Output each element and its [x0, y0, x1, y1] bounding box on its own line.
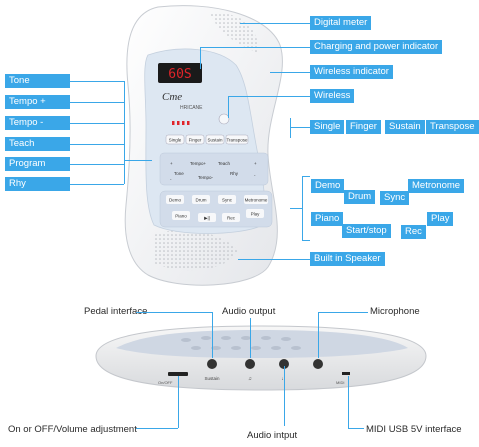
svg-text:-: - [170, 177, 172, 182]
mode-buttons: Single Finger Sustain Transpose [165, 134, 249, 145]
svg-text:Tempo-: Tempo- [198, 175, 214, 180]
callout-mode-sustain: Sustain [385, 120, 425, 134]
svg-text:Rec: Rec [227, 216, 236, 221]
callout-demo: Demo [311, 179, 345, 193]
callout-program: Program [5, 157, 70, 171]
label-on-off: On or OFF/Volume adjustment [8, 424, 137, 435]
callout-sync: Sync [380, 191, 410, 205]
callout-mode-finger: Finger [346, 120, 381, 134]
callout-mode-transpose: Transpose [426, 120, 479, 134]
callout-wireless: Wireless [310, 89, 355, 103]
svg-text:Sustain: Sustain [204, 376, 220, 381]
callout-start-stop: Start/stop [342, 224, 391, 238]
callout-digital-meter: Digital meter [310, 16, 372, 30]
bottom-speaker-grille [154, 230, 238, 271]
svg-text:Piano: Piano [175, 214, 187, 219]
svg-text:MIDI: MIDI [336, 380, 344, 385]
callout-charging: Charging and power indicator [310, 40, 443, 54]
callout-rec: Rec [401, 225, 426, 239]
svg-text:Tempo+: Tempo+ [190, 161, 207, 166]
callout-tone: Tone [5, 74, 70, 88]
svg-text:On/OFF: On/OFF [158, 380, 173, 385]
label-pedal: Pedal interface [84, 306, 148, 317]
microphone-port-icon [313, 359, 323, 369]
svg-text:Play: Play [251, 212, 261, 217]
label-microphone: Microphone [370, 306, 420, 317]
callout-drum: Drum [344, 190, 376, 204]
keypad [159, 152, 269, 186]
svg-text:Transpose: Transpose [226, 138, 248, 143]
svg-text:Tone: Tone [174, 171, 184, 176]
callout-piano: Piano [311, 212, 344, 226]
svg-text:Finger: Finger [189, 138, 202, 143]
power-switch-icon [168, 372, 188, 376]
callout-tempo-minus: Tempo - [5, 116, 70, 130]
svg-text:Single: Single [169, 138, 182, 143]
svg-text:Metronome: Metronome [245, 198, 268, 203]
audio-output-port-icon [245, 359, 255, 369]
label-midi: MIDI USB 5V interface [366, 424, 462, 435]
top-speaker-grille [210, 12, 259, 54]
svg-text:Drum: Drum [196, 198, 207, 203]
callout-metronome: Metronome [408, 179, 465, 193]
leader-line [124, 81, 125, 184]
usb-port-icon [342, 372, 350, 375]
callout-tempo-plus: Tempo + [5, 95, 70, 109]
label-audio-input: Audio intput [247, 430, 298, 441]
svg-text:▶||: ▶|| [204, 216, 210, 221]
callout-play: Play [427, 212, 454, 226]
callout-mode-single: Single [310, 120, 345, 134]
device-side-view: Sustain ♫ ♩ On/OFF MIDI [95, 325, 427, 391]
svg-text:♫: ♫ [248, 376, 252, 382]
pedal-port-icon [207, 359, 217, 369]
display-readout: 60S [168, 67, 191, 82]
label-audio-output: Audio output [222, 306, 276, 317]
callout-wireless-indicator: Wireless indicator [310, 65, 393, 79]
svg-text:Demo: Demo [169, 198, 182, 203]
audio-input-port-icon [279, 359, 289, 369]
svg-text:Sustain: Sustain [207, 138, 223, 143]
svg-text:Sync: Sync [222, 198, 233, 203]
brand-name: HRICANE [180, 105, 203, 111]
leader-line [70, 81, 124, 82]
digital-display [158, 63, 202, 83]
wireless-button-icon [218, 113, 230, 125]
callout-teach: Teach [5, 137, 70, 151]
callout-speaker: Built in Speaker [310, 252, 385, 266]
svg-text:Rhy: Rhy [230, 171, 239, 176]
device-top-view: 60S Cme HRICANE Single Finger Sustain Tr… [124, 5, 283, 286]
svg-text:Teach: Teach [218, 161, 231, 166]
svg-text:+: + [170, 161, 173, 166]
svg-text:+: + [254, 161, 257, 166]
brand-mark: Cme [162, 91, 182, 103]
callout-rhy: Rhy [5, 177, 70, 191]
svg-text:-: - [254, 173, 256, 178]
